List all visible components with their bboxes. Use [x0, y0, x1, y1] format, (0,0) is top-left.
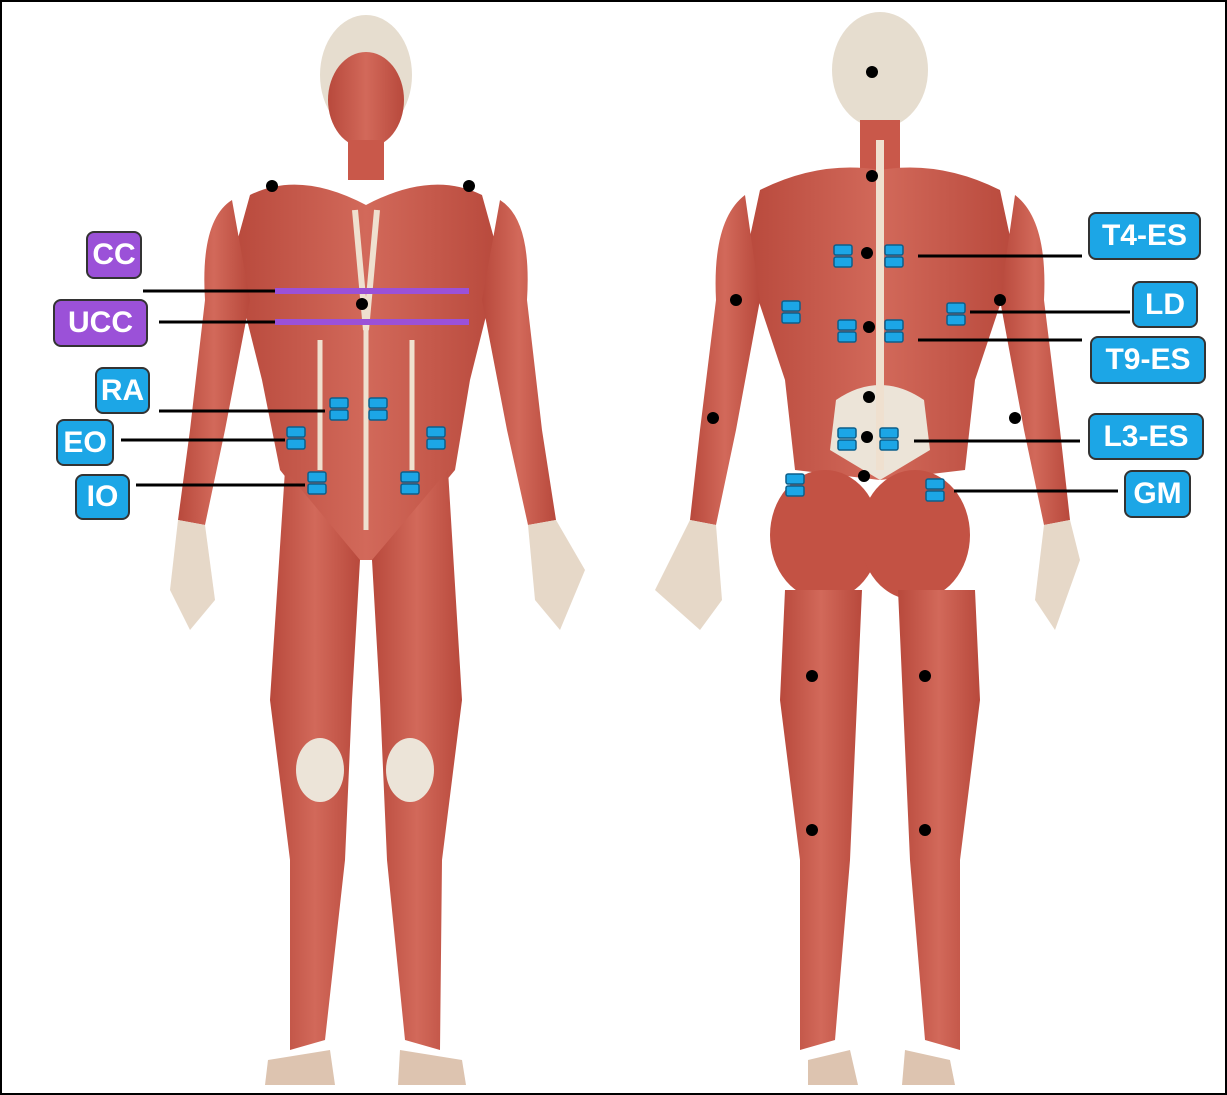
front-body-figure: [170, 15, 585, 1085]
label-ucc: UCC: [53, 299, 148, 347]
label-cc: CC: [86, 231, 142, 279]
label-io: IO: [75, 474, 130, 520]
label-l3-es: L3-ES: [1088, 413, 1204, 460]
label-gm: GM: [1124, 470, 1191, 518]
label-ld: LD: [1132, 281, 1198, 328]
label-ra: RA: [95, 367, 150, 414]
label-t9-es: T9-ES: [1090, 336, 1206, 384]
label-t4-es: T4-ES: [1088, 212, 1201, 260]
label-eo: EO: [56, 419, 114, 466]
